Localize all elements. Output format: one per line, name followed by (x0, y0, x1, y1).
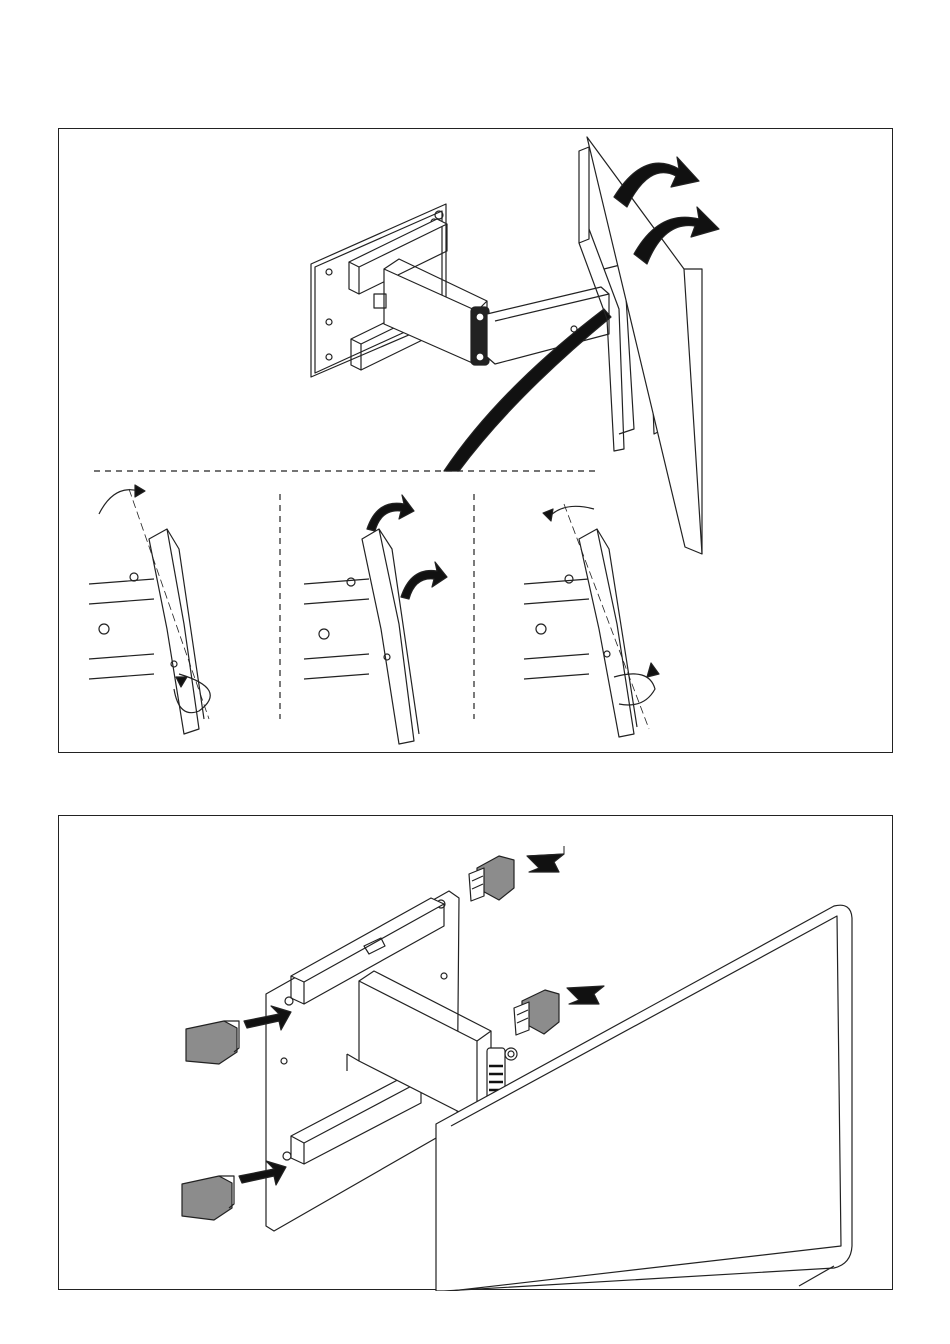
end-cap-bottom-left (182, 1176, 234, 1220)
step-panel-top (58, 128, 893, 753)
step-panel-bottom (58, 815, 893, 1290)
detail-view-1 (89, 485, 210, 734)
end-cap-mid-right (514, 990, 559, 1035)
swivel-diagram (59, 129, 894, 754)
end-cap-diagram (59, 816, 894, 1291)
tv-panel-side (587, 137, 702, 554)
end-cap-top-right (469, 856, 514, 901)
insert-arrow-mid-right (567, 986, 604, 1004)
tv-panel (436, 905, 852, 1291)
hinge (471, 307, 489, 365)
detail-view-2 (304, 495, 447, 744)
detail-view-3 (524, 504, 659, 737)
insert-arrow-top (527, 846, 564, 872)
end-cap-mid-left (186, 1021, 239, 1064)
